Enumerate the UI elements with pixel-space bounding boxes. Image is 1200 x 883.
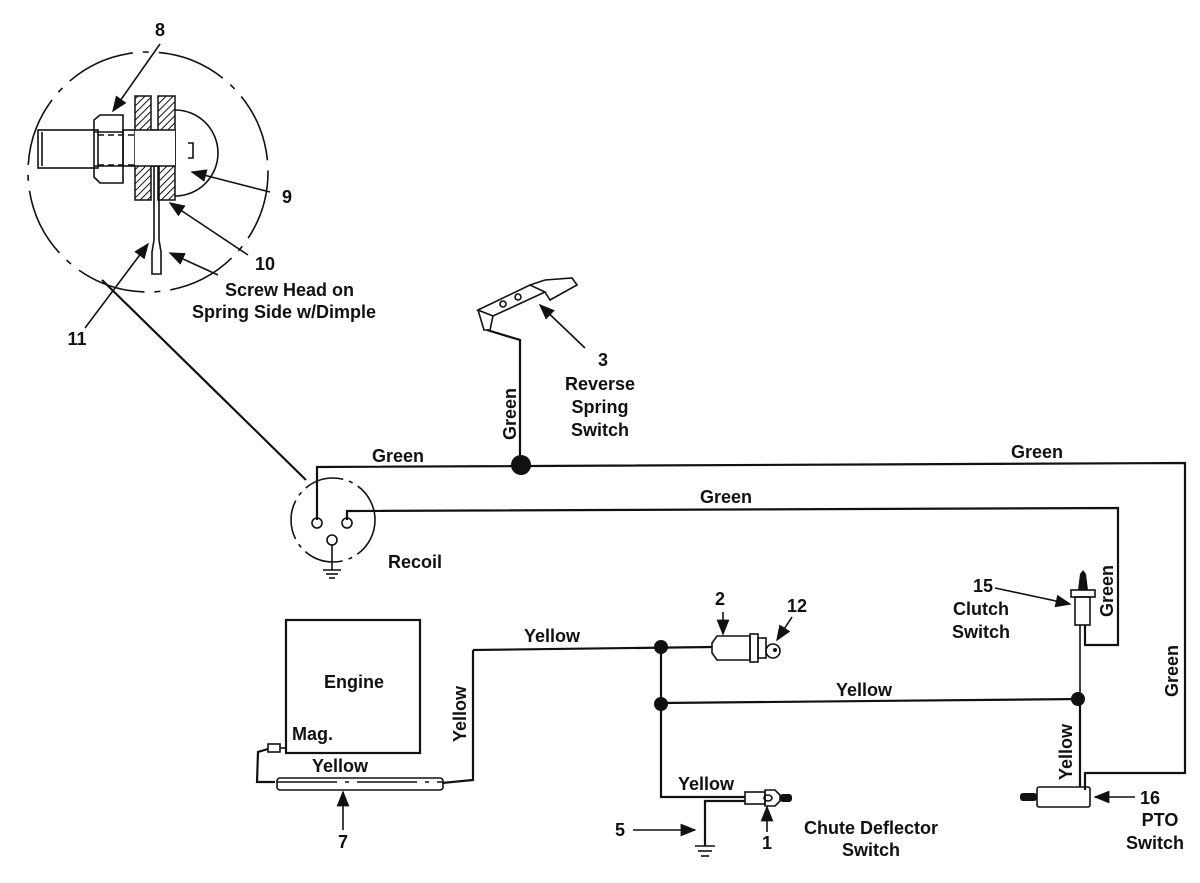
magneto-connector — [255, 743, 286, 784]
pto-switch — [1020, 786, 1091, 808]
callout-7: 7 — [338, 832, 348, 852]
detail-circle — [27, 51, 269, 293]
clutch-label-line2: Switch — [952, 622, 1010, 642]
callout-3-arrow — [538, 303, 586, 349]
callout-8: 8 — [155, 20, 165, 40]
wire-label-yellow-engine-vert: Yellow — [450, 685, 470, 742]
callout-10-arrow — [168, 202, 249, 256]
screw-head-arrow — [168, 252, 219, 276]
wire-label-yellow-mid: Yellow — [836, 680, 893, 700]
pto-label-line1: PTO — [1142, 810, 1179, 830]
clutch-label-line1: Clutch — [953, 599, 1009, 619]
reverse-spring-switch — [476, 277, 579, 465]
yellow-wire-engine-vert — [441, 650, 475, 785]
wire-label-yellow-chute: Yellow — [678, 774, 735, 794]
callout-11: 11 — [67, 329, 86, 349]
reverse-label-line1: Reverse — [565, 374, 635, 394]
reverse-label-line2: Spring — [572, 397, 629, 417]
callout-12: 12 — [787, 596, 807, 616]
junction-node-starter — [654, 640, 668, 654]
callout-9-arrow — [190, 169, 271, 193]
callout-15-arrow — [994, 587, 1072, 608]
callout-15: 15 — [973, 576, 993, 596]
chute-label-line1: Chute Deflector — [804, 818, 938, 838]
junction-node-pto — [1071, 692, 1085, 706]
wire-label-yellow-top: Yellow — [524, 626, 581, 646]
recoil-label: Recoil — [388, 552, 442, 572]
bolt-shank — [37, 129, 99, 169]
wire-label-green-reverse: Green — [500, 388, 520, 440]
wire-label-yellow-engine-bottom: Yellow — [312, 756, 369, 776]
junction-node-reverse — [511, 455, 531, 475]
wire-label-green-mid: Green — [700, 487, 752, 507]
screw-head-label-line1: Screw Head on — [225, 280, 354, 300]
engine-block — [284, 618, 422, 755]
recoil-connector — [290, 477, 376, 579]
key-icon — [765, 643, 781, 659]
wire-label-green-top-left: Green — [372, 446, 424, 466]
detail-leader-line — [101, 279, 307, 481]
chute-label-line2: Switch — [842, 840, 900, 860]
nut — [93, 114, 124, 184]
callout-10: 10 — [255, 254, 275, 274]
callout-11-arrow — [84, 242, 149, 329]
wire-label-yellow-pto: Yellow — [1056, 723, 1076, 780]
callout-3: 3 — [598, 350, 608, 370]
chute-deflector-switch — [695, 789, 792, 857]
callout-8-arrow — [112, 43, 161, 113]
wire-label-green-clutch: Green — [1097, 565, 1117, 617]
callout-12-arrow — [776, 616, 793, 642]
detail-view — [27, 51, 269, 293]
screw-head-label-line2: Spring Side w/Dimple — [192, 302, 376, 322]
callout-9: 9 — [282, 187, 292, 207]
callout-5: 5 — [615, 820, 625, 840]
green-wire-clutch — [345, 506, 1120, 647]
wire-label-green-right: Green — [1162, 645, 1182, 697]
reverse-label-line3: Switch — [571, 420, 629, 440]
junction-node-mid — [654, 697, 668, 711]
mag-label: Mag. — [292, 724, 333, 744]
ignition-switch — [711, 633, 781, 663]
yellow-wire-mid — [661, 697, 1081, 705]
pto-label-line2: Switch — [1126, 833, 1184, 853]
green-wire-main — [315, 461, 1187, 790]
callout-16: 16 — [1140, 788, 1160, 808]
callout-1: 1 — [762, 833, 772, 853]
clutch-switch — [1070, 570, 1096, 697]
screw-head — [174, 109, 219, 197]
yellow-wire-top — [472, 645, 713, 652]
callout-2: 2 — [715, 589, 725, 609]
harness-sleeve — [276, 777, 444, 791]
engine-label: Engine — [324, 672, 384, 692]
wire-label-green-top-right: Green — [1011, 442, 1063, 462]
